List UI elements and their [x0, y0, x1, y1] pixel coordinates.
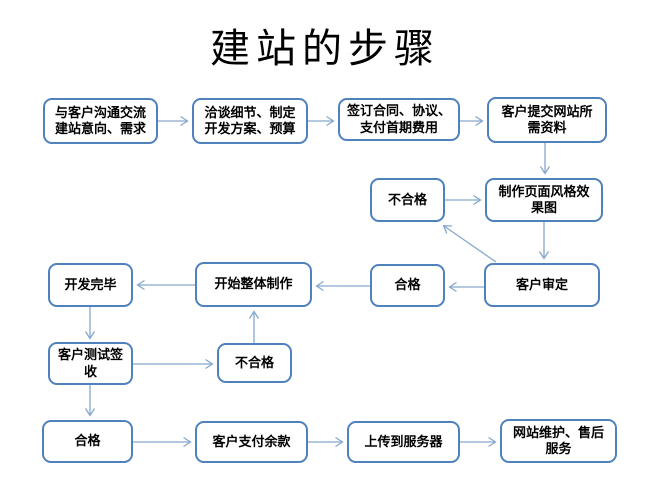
flow-node-client-review: 客户审定	[484, 263, 600, 307]
flow-node-start-build: 开始整体制作	[195, 262, 312, 307]
flow-node-style-pass: 合格	[370, 264, 445, 307]
flow-node-test-pass: 合格	[42, 420, 133, 463]
flow-node-sign-contract: 签订合同、协议、 支付首期费用	[338, 98, 460, 141]
flow-node-upload-server: 上传到服务器	[347, 421, 460, 463]
flow-node-discuss-details: 洽谈细节、制定 开发方案、预算	[192, 98, 308, 144]
flow-node-maintenance: 网站维护、售后 服务	[500, 419, 617, 463]
flow-node-dev-complete: 开发完毕	[48, 263, 133, 307]
flow-node-make-style-mockup: 制作页面风格效 果图	[485, 178, 603, 222]
flow-node-client-test-accept: 客户测试签 收	[48, 342, 133, 385]
flow-node-test-fail: 不合格	[217, 343, 292, 383]
flow-node-style-fail: 不合格	[370, 178, 445, 222]
diagram-title: 建站的步骤	[210, 26, 440, 72]
flow-node-communicate-intent: 与客户沟通交流 建站意向、需求	[43, 98, 158, 144]
flow-node-pay-balance: 客户支付余款	[195, 421, 308, 463]
flow-node-submit-materials: 客户提交网站所 需资料	[487, 97, 607, 143]
